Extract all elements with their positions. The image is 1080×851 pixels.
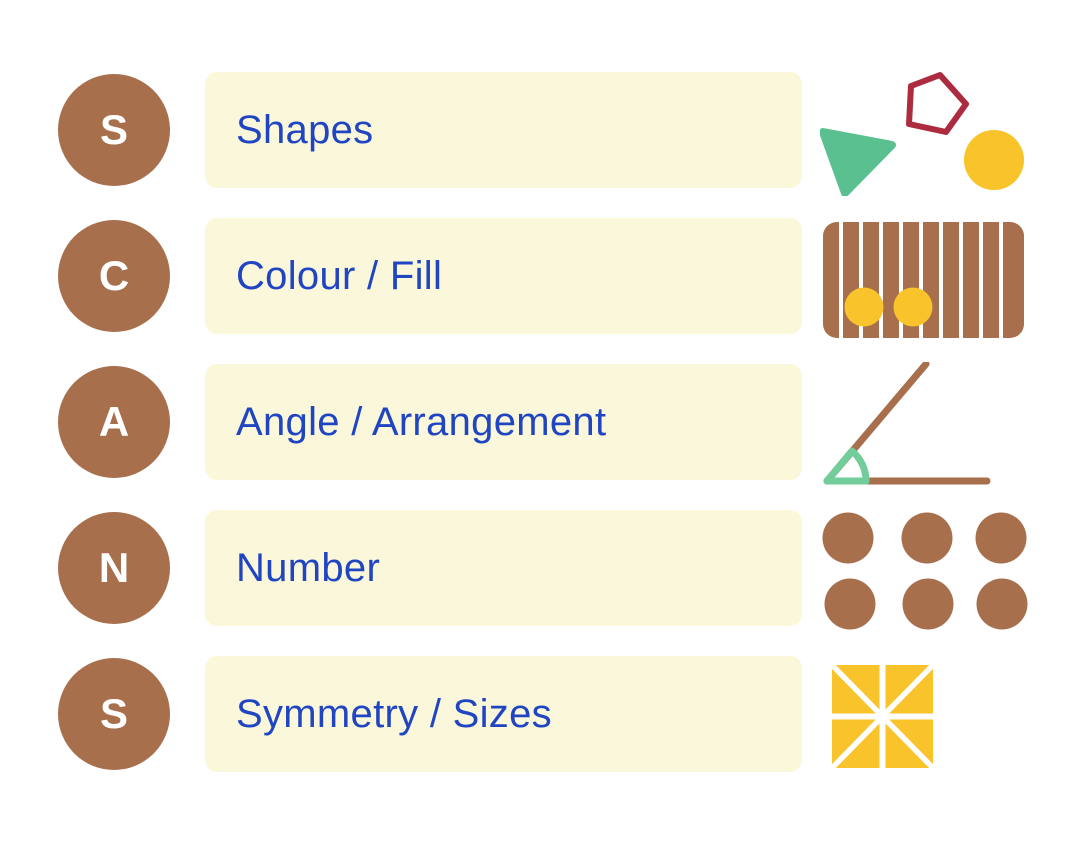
row-shapes: S Shapes: [0, 72, 1080, 196]
row-angle-arrangement: A Angle / Arrangement: [0, 362, 1080, 485]
row-label: Symmetry / Sizes: [236, 691, 552, 736]
badge-letter: S: [99, 690, 128, 737]
label-pill: Shapes: [205, 72, 802, 188]
label-pill: Colour / Fill: [205, 218, 802, 334]
letter-badge: S: [58, 74, 170, 186]
row-label: Angle / Arrangement: [236, 399, 607, 444]
row-colour-fill: C Colour / Fill: [0, 218, 1080, 338]
badge-letter: A: [98, 398, 130, 445]
colour-fill-icon: [823, 222, 1024, 338]
label-pill: Angle / Arrangement: [205, 364, 802, 480]
circle-shape: [964, 130, 1024, 190]
counting-dots: [822, 512, 1028, 630]
symmetry-lines: [830, 663, 935, 770]
badge-letter: C: [98, 252, 130, 299]
row-label: Shapes: [236, 107, 374, 152]
symmetry-sizes-icon: [830, 663, 935, 770]
angle-arrangement-icon: [823, 362, 991, 485]
number-icon: [822, 512, 1028, 630]
badge-letter: N: [98, 544, 130, 591]
angle-arc: [823, 447, 870, 485]
row-symmetry-sizes: S Symmetry / Sizes: [0, 656, 1080, 772]
letter-badge: C: [58, 220, 170, 332]
badge-letter: S: [99, 106, 128, 153]
fill-dot: [893, 287, 933, 327]
triangle-shape: [820, 128, 896, 196]
letter-badge: A: [58, 366, 170, 478]
row-label: Colour / Fill: [236, 253, 443, 298]
pentagon-shape: [906, 72, 969, 135]
fill-dot: [844, 287, 884, 327]
letter-badge: S: [58, 658, 170, 770]
label-pill: Number: [205, 510, 802, 626]
row-label: Number: [236, 545, 381, 590]
label-pill: Symmetry / Sizes: [205, 656, 802, 772]
shapes-icon: [820, 72, 1024, 196]
row-number: N Number: [0, 510, 1080, 630]
letter-badge: N: [58, 512, 170, 624]
